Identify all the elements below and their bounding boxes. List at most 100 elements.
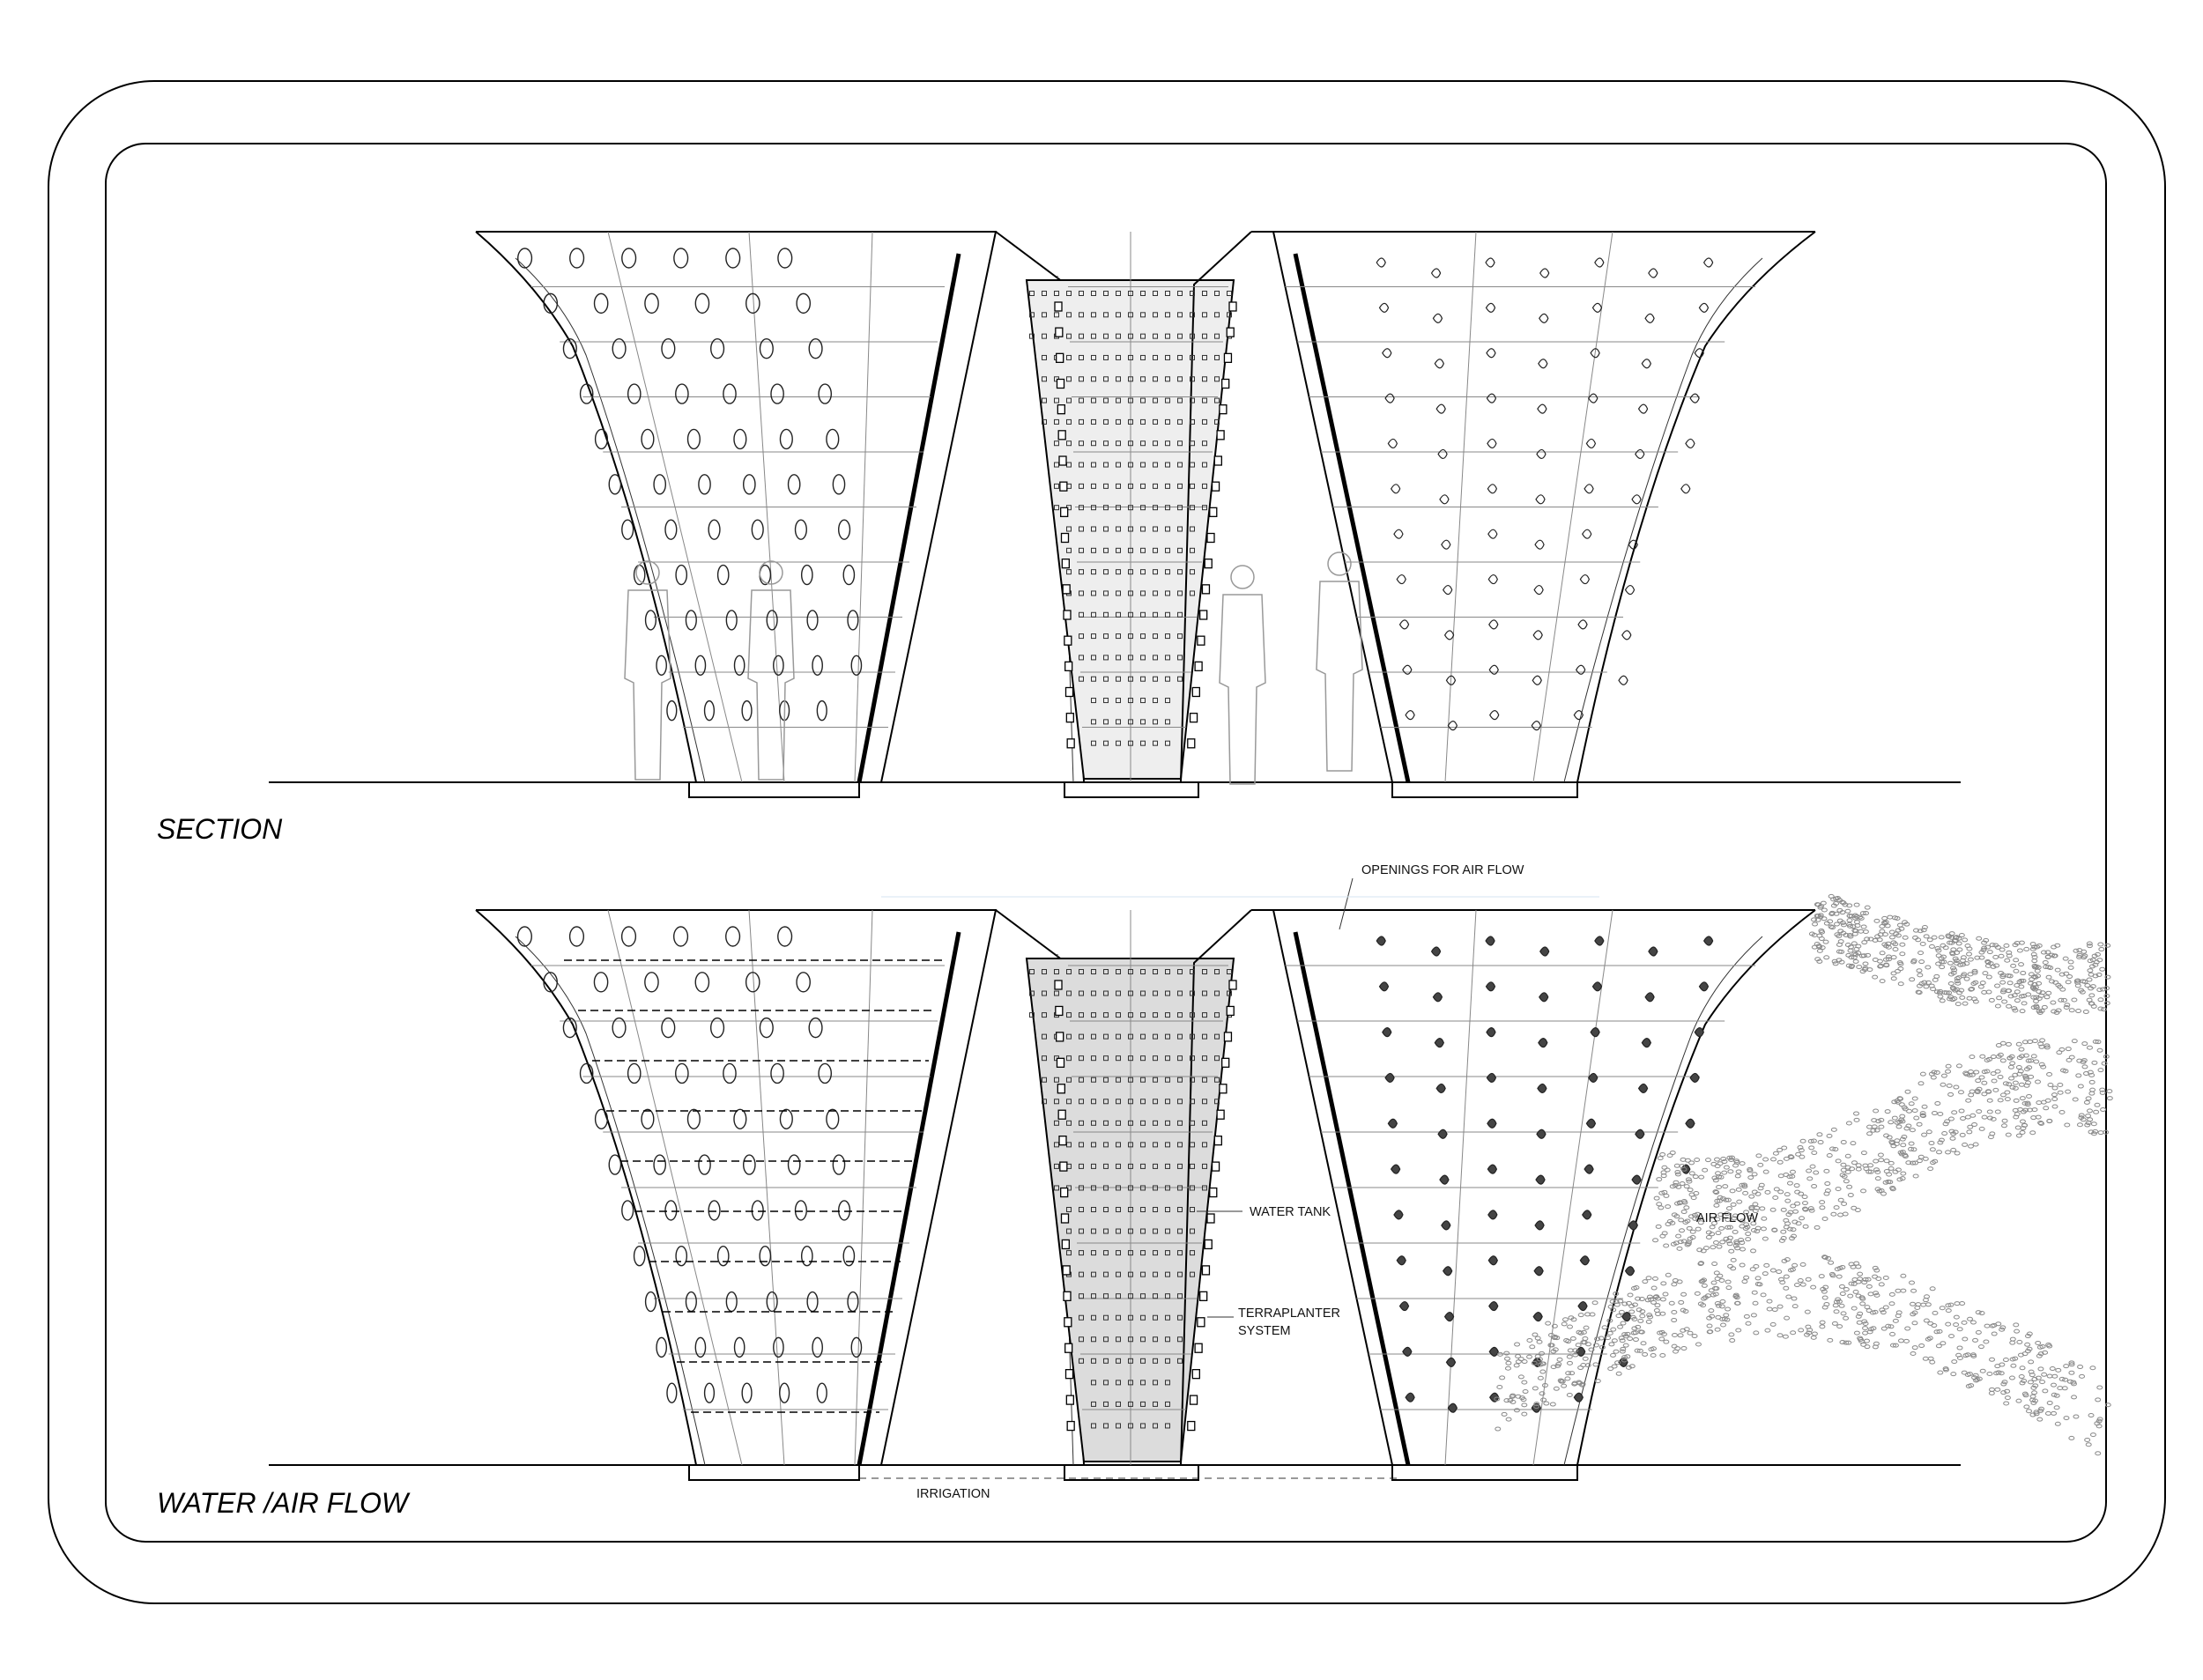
tank-grid-cell: [1103, 1099, 1109, 1105]
perforation-opening: [627, 1062, 642, 1084]
tank-grid-cell: [1116, 1099, 1121, 1105]
tank-grid-cell: [1066, 547, 1072, 553]
air-particle: [1804, 1332, 1811, 1337]
air-particle: [1835, 1158, 1842, 1164]
tank-grid-cell: [1140, 1099, 1146, 1105]
air-particle: [2077, 1365, 2084, 1370]
air-particle: [1823, 955, 1830, 960]
perforation-opening: [779, 1108, 793, 1129]
air-particle: [1985, 1089, 1992, 1094]
tank-grid-cell: [1214, 312, 1220, 318]
air-particle: [2006, 973, 2014, 979]
leaf-perforation: [1398, 1300, 1410, 1312]
air-particle: [1957, 962, 1964, 967]
air-particle: [2040, 1099, 2047, 1105]
tank-grid-cell: [1202, 418, 1207, 425]
tank-grid-cell: [1153, 312, 1158, 318]
tank-grid-cell: [1128, 1401, 1133, 1407]
air-particle: [1776, 1147, 1784, 1152]
air-particle: [1987, 961, 1994, 966]
air-particle: [1536, 1339, 1543, 1344]
air-particle: [1971, 996, 1978, 1002]
air-particle: [2026, 1331, 2033, 1336]
air-particle: [1678, 1299, 1685, 1305]
air-particle: [1784, 1192, 1791, 1197]
leaf-perforation: [1437, 448, 1448, 460]
air-particle: [1925, 980, 1932, 985]
air-particle: [1745, 1321, 1752, 1326]
air-particle: [1772, 1195, 1779, 1200]
air-particle: [1851, 1306, 1858, 1311]
air-particle: [2019, 1096, 2026, 1101]
air-particle: [1533, 1404, 1540, 1410]
perforation-opening: [832, 1154, 846, 1175]
air-particle: [1888, 1139, 1895, 1144]
air-particle: [1734, 1300, 1741, 1306]
tank-grid-cell: [1153, 1142, 1158, 1148]
air-particle: [1496, 1384, 1503, 1389]
tank-grid-cell: [1066, 1250, 1072, 1256]
air-particle: [1772, 1151, 1779, 1156]
tank-grid-cell: [1153, 1185, 1158, 1191]
air-particle: [1821, 1254, 1828, 1260]
tank-grid-cell: [1202, 1142, 1207, 1148]
air-particle: [1748, 1194, 1755, 1199]
air-particle: [1879, 979, 1886, 984]
air-particle: [2094, 1102, 2101, 1107]
air-particle: [1687, 1188, 1694, 1193]
air-particle: [1650, 1346, 1657, 1351]
air-particle: [1953, 1084, 1960, 1090]
air-particle: [1986, 1109, 1993, 1114]
tank-grid-cell: [1214, 354, 1220, 360]
air-particle: [1931, 1110, 1938, 1115]
tank-grid-cell: [1103, 1012, 1109, 1018]
air-particle: [1532, 1386, 1539, 1391]
air-particle: [1724, 1211, 1731, 1217]
tank-grid-cell: [1128, 354, 1133, 360]
air-particle: [2009, 1357, 2016, 1362]
air-particle: [1556, 1357, 1563, 1362]
air-particle: [2061, 1386, 2068, 1391]
tank-grid-cell: [1091, 1142, 1096, 1148]
air-particle: [1968, 1143, 1975, 1149]
air-particle: [2081, 979, 2088, 984]
tank-grid-cell: [1140, 1380, 1146, 1386]
air-particle: [2005, 1132, 2012, 1137]
perforation-opening: [593, 292, 609, 315]
tank-grid-cell: [1029, 990, 1035, 996]
air-particle: [1862, 961, 1869, 966]
panel-vertical-line: [1444, 909, 1477, 1466]
leaf-perforation: [1538, 359, 1548, 369]
tank-grid-cell: [1079, 440, 1084, 447]
leaf-perforation: [1485, 302, 1496, 313]
tank-grid-cell: [1128, 440, 1133, 447]
perforation-opening: [661, 1017, 676, 1039]
air-particle: [1960, 1116, 1967, 1121]
tank-grid-cell: [1140, 1012, 1146, 1018]
air-particle: [1900, 1288, 1907, 1293]
air-particle: [1956, 947, 1963, 952]
air-particle: [1888, 1291, 1895, 1297]
tank-grid-cell: [1054, 969, 1059, 974]
perforation-opening: [594, 1108, 609, 1129]
figure-head: [1230, 565, 1255, 589]
air-particle: [1945, 1308, 1952, 1314]
air-particle: [2097, 942, 2104, 947]
air-particle: [2104, 943, 2111, 948]
tank-grid-cell: [1190, 440, 1195, 447]
arch-rib-block: [1060, 1187, 1069, 1198]
outer-frame: [48, 80, 2166, 1604]
tank-grid-cell: [1054, 312, 1059, 318]
air-particle: [1954, 1301, 1961, 1306]
air-particle: [1852, 958, 1859, 964]
water-tank-label: WATER TANK: [1250, 1205, 1331, 1219]
air-particle: [2000, 1123, 2007, 1129]
tank-grid-cell: [1153, 1336, 1158, 1343]
air-particle: [1969, 1072, 1976, 1077]
tank-grid-cell: [1190, 1012, 1195, 1018]
air-particle: [1799, 1282, 1806, 1287]
air-particle: [1959, 1132, 1966, 1137]
leaf-perforation: [1435, 403, 1446, 414]
air-particle: [1676, 1200, 1683, 1205]
terraplanter-label-line2: SYSTEM: [1238, 1324, 1291, 1338]
